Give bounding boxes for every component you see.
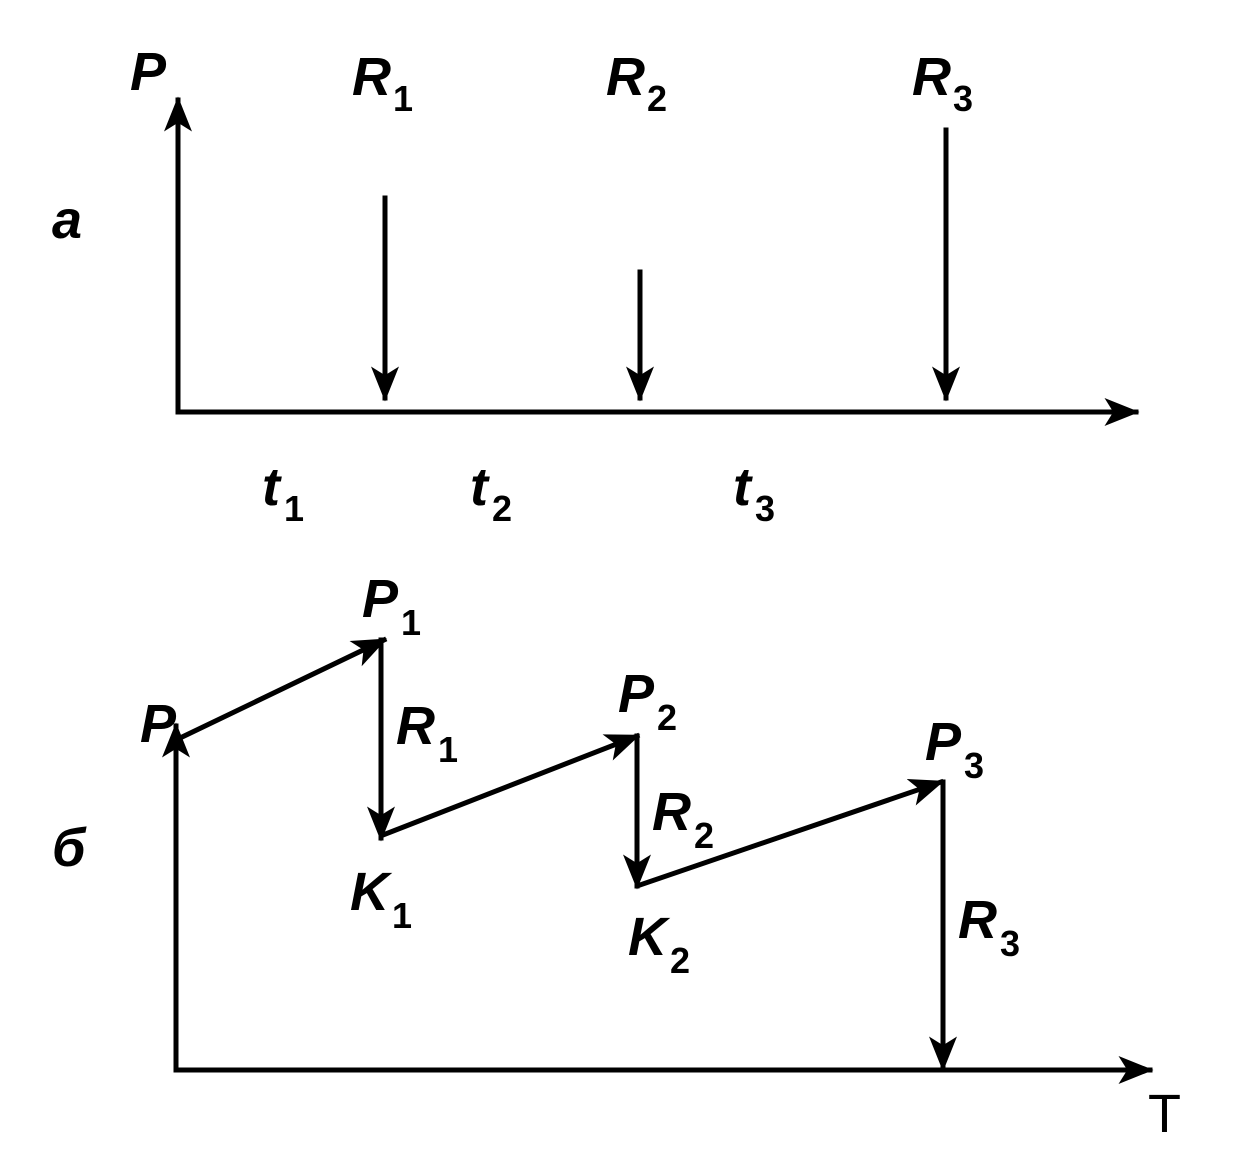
panel-a-r3-label: R3 — [912, 47, 973, 119]
panel-b-p-label: P — [140, 694, 177, 754]
panel-a-p-label: P — [130, 42, 167, 102]
panel-b-rise-1 — [176, 636, 388, 742]
panel-b-rise-3 — [636, 778, 945, 889]
panel-b-r3-label: R3 — [958, 890, 1020, 964]
panel-b-t-axis-label: T — [1148, 1084, 1181, 1144]
panel-b-rise-2 — [379, 732, 641, 839]
panel-a-r2-label: R2 — [606, 47, 667, 119]
panel-b-p2-label: P2 — [618, 664, 677, 738]
panel-a-label: a — [52, 190, 82, 250]
panel-b-k2-label: K2 — [628, 907, 690, 981]
panel-b-p3-label: P3 — [925, 712, 984, 786]
panel-b-k1-label: K1 — [350, 862, 412, 936]
panel-b: б P P1 P2 P3 R1 R2 R3 K1 K2 T — [52, 569, 1181, 1144]
panel-b-r1-label: R1 — [396, 696, 458, 770]
panel-a-r1-label: R1 — [352, 47, 413, 119]
panel-b-label: б — [52, 818, 87, 878]
panel-b-p1-label: P1 — [362, 569, 421, 643]
panel-b-r2-label: R2 — [652, 782, 714, 856]
